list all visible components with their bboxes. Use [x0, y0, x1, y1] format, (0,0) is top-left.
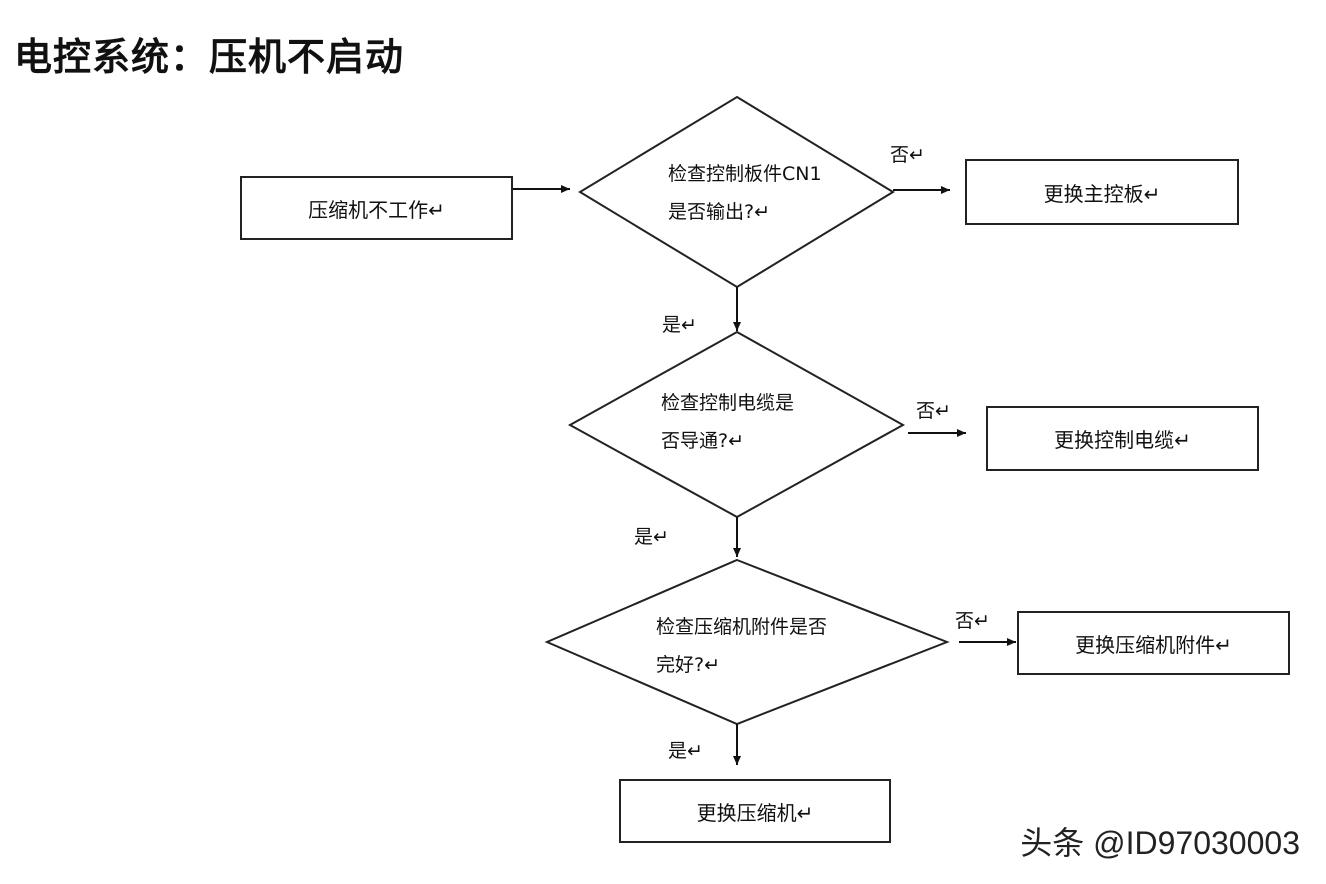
action-1-label: 更换主控板↵	[1043, 181, 1161, 206]
page-title: 电控系统：压机不启动	[14, 35, 405, 79]
action-box-replace-main-board: 更换主控板↵	[965, 159, 1239, 225]
action-3-label: 更换压缩机附件↵	[1075, 632, 1232, 657]
decision-1-text: 检查控制板件CN1 是否输出?↵	[668, 155, 822, 231]
decision-1-line1: 检查控制板件CN1	[668, 163, 822, 185]
start-box-label: 压缩机不工作↵	[308, 197, 445, 222]
edge-label-yes-3: 是↵	[668, 740, 703, 762]
decision-3-line2: 完好?↵	[656, 654, 721, 676]
start-box: 压缩机不工作↵	[240, 176, 513, 240]
edge-label-no-3: 否↵	[955, 610, 990, 632]
decision-3-text: 检查压缩机附件是否 完好?↵	[656, 608, 827, 684]
decision-1-line2: 是否输出?↵	[668, 201, 771, 223]
edge-label-yes-1: 是↵	[662, 314, 697, 336]
edge-label-no-2: 否↵	[916, 400, 951, 422]
decision-3-line1: 检查压缩机附件是否	[656, 616, 828, 638]
action-2-label: 更换控制电缆↵	[1054, 428, 1191, 452]
decision-2-text: 检查控制电缆是 否导通?↵	[661, 384, 794, 460]
action-box-replace-compressor-accessory: 更换压缩机附件↵	[1017, 611, 1290, 675]
watermark: 头条 @ID97030003	[1020, 825, 1300, 861]
action-4-label: 更换压缩机↵	[696, 800, 814, 825]
action-box-replace-compressor: 更换压缩机↵	[619, 779, 891, 843]
edge-label-no-1: 否↵	[890, 144, 925, 166]
decision-2-line1: 检查控制电缆是	[661, 392, 795, 414]
action-box-replace-control-cable: 更换控制电缆↵	[986, 406, 1259, 471]
edge-label-yes-2: 是↵	[634, 526, 669, 548]
decision-2-line2: 否导通?↵	[661, 430, 745, 452]
